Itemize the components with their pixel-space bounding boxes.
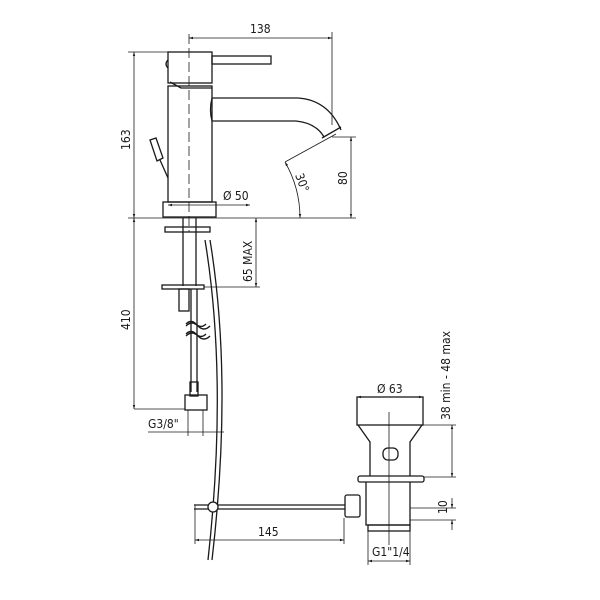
- dim-38-48: 38 min - 48 max: [439, 330, 453, 420]
- dim-65-max: 65 MAX: [241, 240, 255, 282]
- fixing-and-hoses: [161, 218, 223, 561]
- faucet-body: [149, 34, 342, 232]
- dim-138: 138: [250, 22, 271, 36]
- dim-diameter-63: Ø 63: [377, 382, 403, 396]
- dim-145: 145: [258, 525, 279, 539]
- pop-up-waste: [194, 396, 425, 545]
- dim-163: 163: [119, 129, 133, 150]
- dim-angle-30: 30°: [292, 171, 312, 194]
- dim-g3-8: G3/8": [148, 417, 179, 431]
- dim-80: 80: [336, 171, 350, 185]
- dim-10: 10: [436, 500, 450, 514]
- dim-diameter-50: Ø 50: [223, 189, 249, 203]
- dimensions: 138 163 Ø 50 30° 80 65 MAX 410 G3/8" Ø 6…: [119, 22, 456, 565]
- dim-410: 410: [119, 309, 133, 330]
- dim-g1-1-4: G1"1/4: [372, 545, 410, 559]
